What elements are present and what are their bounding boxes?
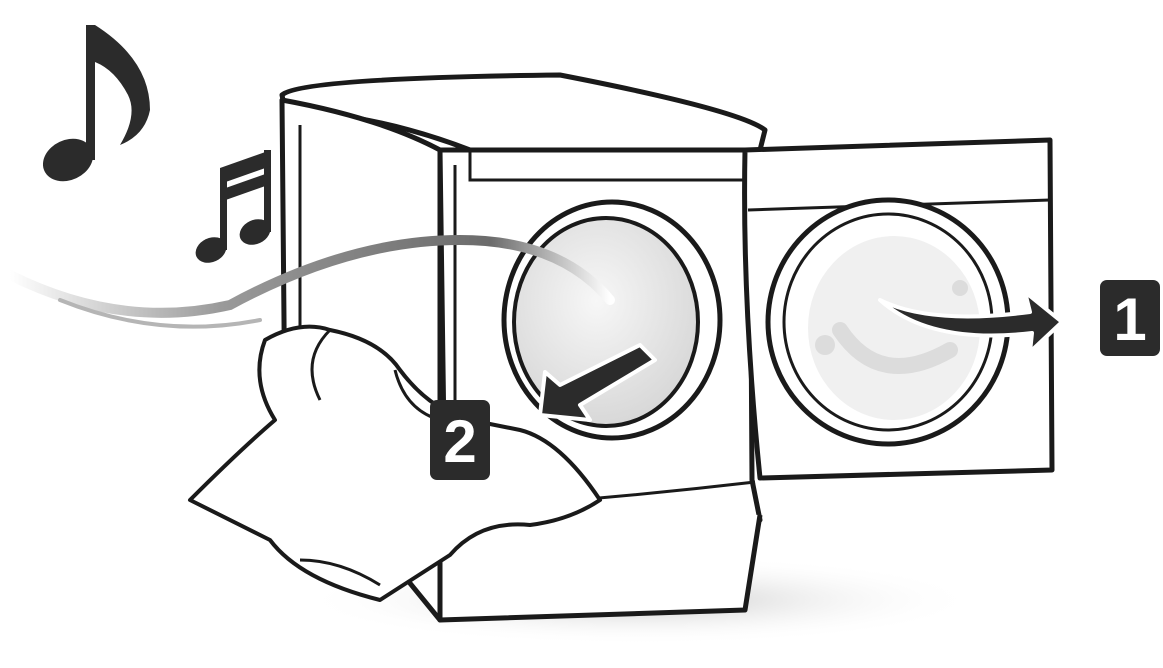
beamed-notes-icon bbox=[191, 150, 274, 268]
step-badge-2: 2 bbox=[430, 400, 490, 480]
eighth-note-icon bbox=[36, 25, 150, 189]
step-number-2: 2 bbox=[443, 408, 476, 475]
washer-drum-opening bbox=[504, 202, 720, 438]
step-number-1: 1 bbox=[1113, 286, 1146, 353]
step-badge-1: 1 bbox=[1100, 280, 1160, 356]
